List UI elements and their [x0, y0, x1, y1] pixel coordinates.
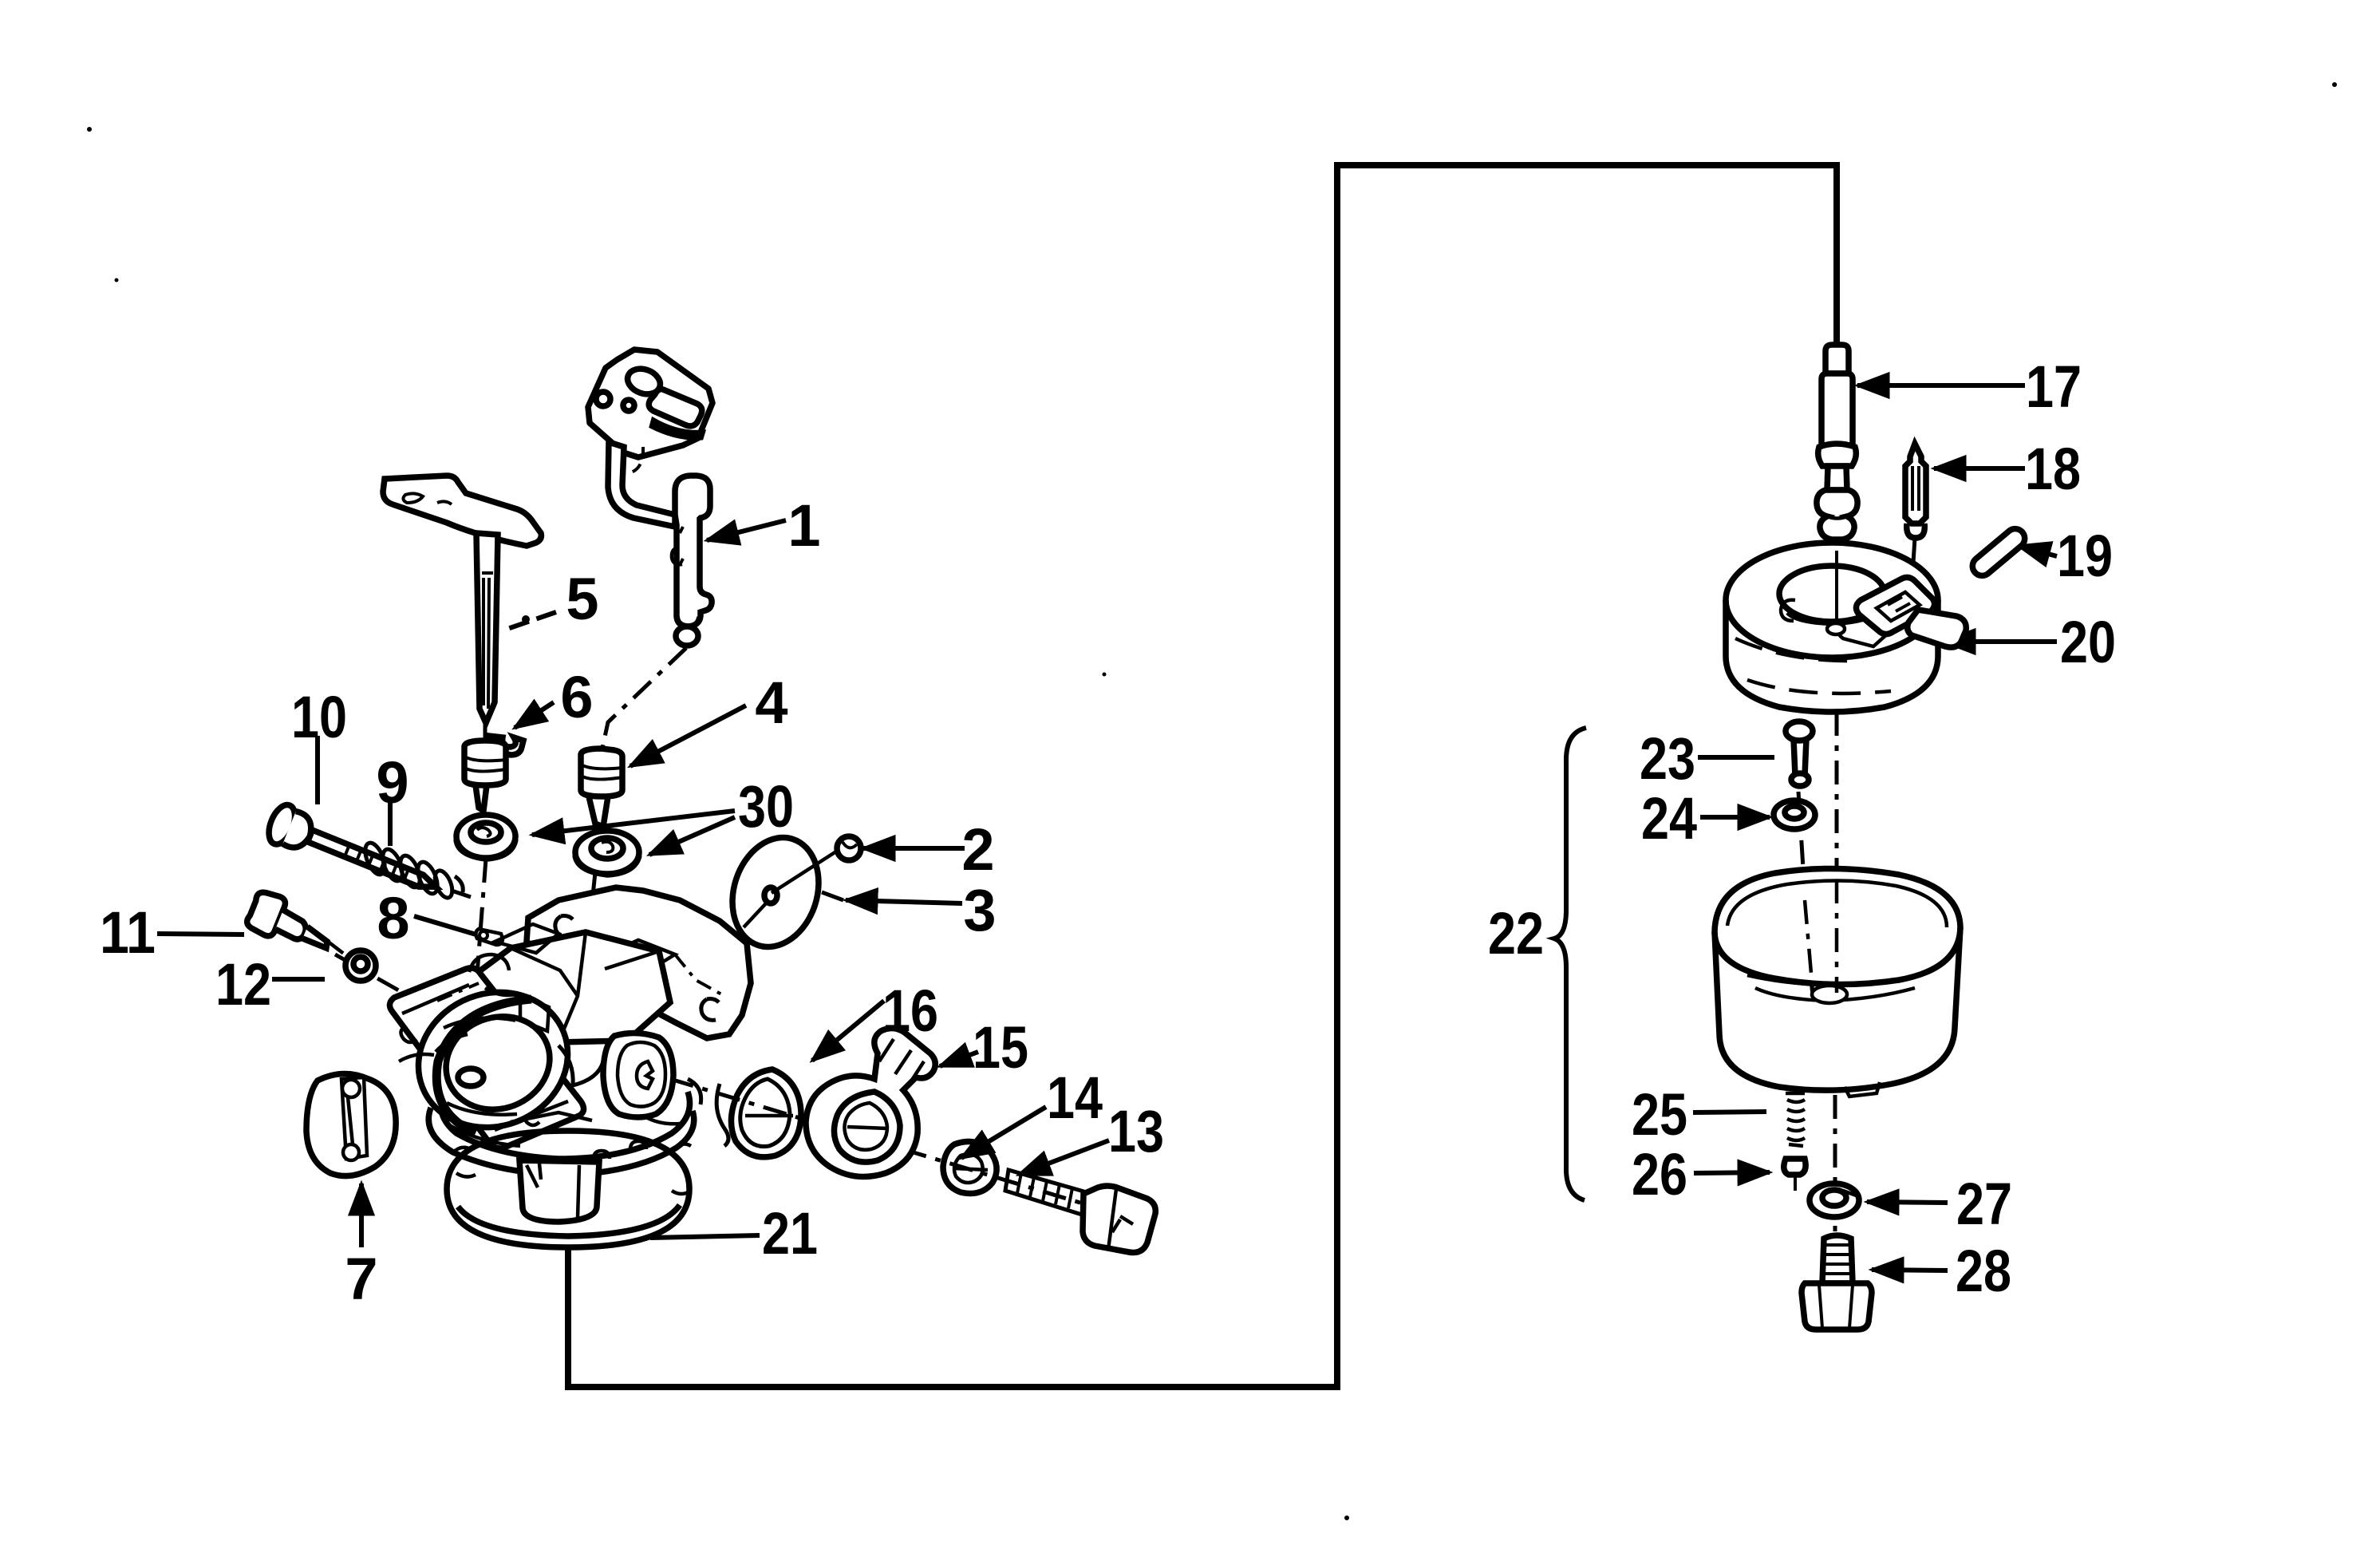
svg-text:12: 12 — [215, 951, 271, 1018]
svg-text:21: 21 — [762, 1200, 818, 1266]
svg-text:1: 1 — [787, 492, 820, 559]
svg-text:22: 22 — [1488, 900, 1544, 966]
svg-text:15: 15 — [973, 1014, 1028, 1081]
svg-text:24: 24 — [1641, 785, 1697, 852]
svg-text:18: 18 — [2025, 436, 2081, 502]
svg-text:20: 20 — [2060, 609, 2116, 675]
svg-text:23: 23 — [1640, 725, 1695, 792]
svg-text:13: 13 — [1108, 1098, 1164, 1164]
svg-text:11: 11 — [100, 899, 156, 966]
svg-text:2: 2 — [961, 816, 994, 883]
svg-text:10: 10 — [291, 684, 347, 750]
svg-text:14: 14 — [1047, 1065, 1103, 1131]
svg-text:30: 30 — [738, 773, 794, 840]
svg-text:6: 6 — [560, 664, 593, 730]
svg-text:8: 8 — [377, 885, 409, 951]
svg-text:3: 3 — [963, 877, 996, 943]
svg-text:4: 4 — [755, 670, 787, 736]
svg-text:26: 26 — [1632, 1141, 1687, 1207]
svg-text:9: 9 — [376, 749, 409, 816]
svg-text:25: 25 — [1632, 1081, 1687, 1148]
svg-text:19: 19 — [2057, 523, 2113, 589]
svg-text:5: 5 — [566, 566, 598, 632]
svg-text:7: 7 — [345, 1246, 377, 1312]
svg-text:17: 17 — [2026, 354, 2082, 420]
svg-text:28: 28 — [1956, 1238, 2011, 1304]
svg-text:27: 27 — [1956, 1171, 2012, 1237]
